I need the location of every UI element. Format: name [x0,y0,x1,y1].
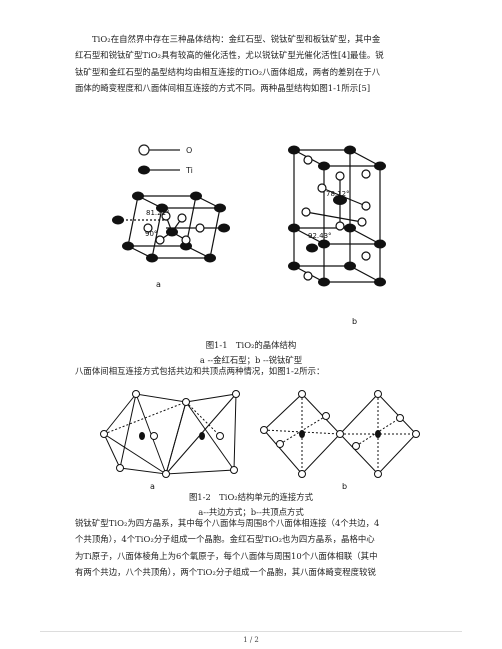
titanium-legend-icon [138,165,150,175]
figure1-caption-title: 图1-1 TiO₂的晶体结构 [205,340,297,350]
edge-sharing-octahedra [103,393,237,475]
figure-octahedron-connection: a b [100,390,420,491]
oxygen-legend-icon [138,144,150,156]
legend-titanium-label: Ti [185,166,193,175]
angle-label: 78.12° [326,190,350,198]
figure1-caption-sub: a --金红石型；b --锐钛矿型 [199,355,303,365]
paragraph-intro: TiO₂在自然界中存在三种晶体结构：金红石型、锐钛矿型和板钛矿型，其中金 红石型… [75,31,431,97]
subfigure-label-a: a [150,482,155,491]
paragraph-line: 面体的畸变程度和八面体间相互连接的方式不同。两种晶型结构如图1-1所示[5] [75,83,371,94]
paragraph-line: 锐钛矿型TiO₂为四方晶系，其中每个八面体与周围8个八面体相连接（4个共边，4 [75,518,380,528]
paragraph-line: 有两个共边，八个共顶角），两个TiO₂分子组成一个晶胞，其八面体畸变程度较锐 [75,567,376,578]
anatase-atoms [288,145,386,287]
paragraph-line: TiO₂在自然界中存在三种晶体结构：金红石型、锐钛矿型和板钛矿型，其中金 [92,34,381,44]
paragraph-line: 个共顶角），4个TiO₂分子组成一个晶胞。金红石型TiO₂也为四方晶系，晶格中心 [75,534,375,545]
subfigure-label-b: b [352,317,357,326]
figure-crystal-structure: O Ti 81.21° 90° a [112,144,386,326]
subfigure-label-b: b [342,482,347,491]
angle-label: 92.43° [308,232,332,240]
paragraph-line: 红石型和锐钛矿型TiO₂具有较高的催化活性，尤以锐钛矿型光催化活性[4]最佳。锐 [75,50,384,61]
angle-label: 90° [145,230,157,238]
edge-sharing-atoms [100,390,240,478]
paragraph-crystal-system: 锐钛矿型TiO₂为四方晶系，其中每个八面体与周围8个八面体相连接（4个共边，4 … [75,515,431,581]
paragraph-line: 钛矿型和金红石型的晶型结构均由相互连接的TiO₂八面体组成，两者的差别在于八 [75,66,381,77]
figure2-caption-sub: a--共边方式；b--共顶点方式 [198,507,304,517]
legend-oxygen-label: O [186,146,192,155]
paragraph-line: 八面体间相互连接方式包括共边和共顶点两种情况，如图1-2所示： [75,366,325,376]
subfigure-label-a: a [156,280,161,289]
rutile-atoms [112,191,230,263]
figure2-caption-title: 图1-2 TiO₂结构单元的连接方式 [188,492,314,502]
paragraph-line: 为Ti原子，八面体棱角上为6个氧原子，每个八面体与周围10个八面体相联（其中 [75,550,378,561]
paragraph-connection: 八面体间相互连接方式包括共边和共顶点两种情况，如图1-2所示： [75,363,431,379]
footer-divider [40,631,462,632]
rutile-structure [118,195,224,259]
angle-label: 81.21° [146,209,170,217]
page-number: 1 / 2 [243,636,259,644]
corner-sharing-atoms [260,390,420,478]
